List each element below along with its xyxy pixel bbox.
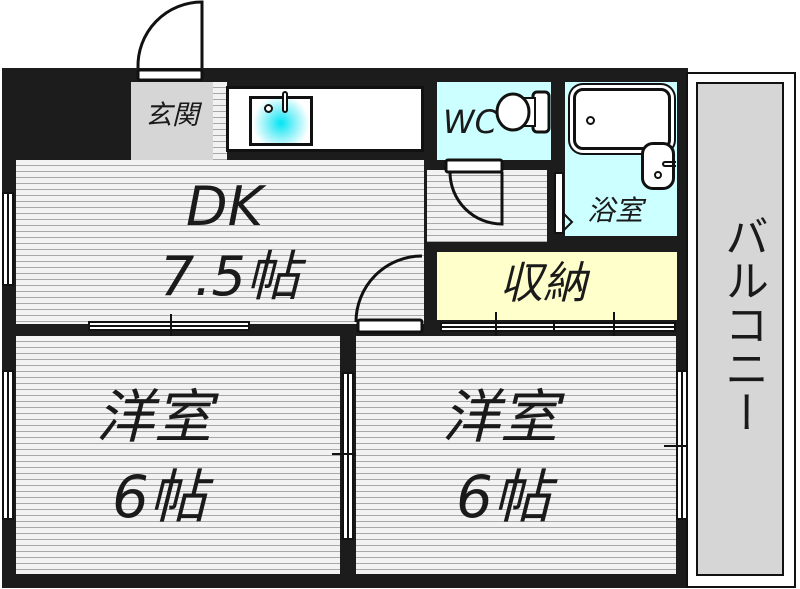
sliding-door-room1-room2 bbox=[342, 372, 354, 540]
drain-icon bbox=[264, 104, 273, 113]
sliding-door-divider bbox=[170, 314, 172, 340]
bathtub-icon bbox=[573, 88, 671, 150]
sliding-door-room1-room2-handle bbox=[332, 453, 364, 455]
wc-room: WC bbox=[437, 82, 551, 160]
structural-column bbox=[2, 68, 132, 160]
wc-label: WC bbox=[443, 103, 497, 141]
storage-label: 収納 bbox=[499, 258, 587, 309]
tub-drain-icon bbox=[586, 116, 595, 125]
western-room-1-label: 洋室 bbox=[96, 383, 213, 451]
dk-room: DK 7.5帖 bbox=[16, 160, 424, 324]
storage-doors bbox=[440, 322, 676, 332]
entrance-area: 玄関 bbox=[131, 82, 213, 160]
sink-icon bbox=[249, 91, 313, 146]
bath-door-marker-icon bbox=[562, 212, 574, 232]
hallway bbox=[427, 170, 547, 242]
washbasin-icon bbox=[641, 142, 676, 190]
storage-door-divider-3 bbox=[613, 312, 615, 336]
window-dk-west bbox=[2, 192, 14, 286]
storage-door-divider-1 bbox=[495, 312, 497, 336]
entrance-door-icon bbox=[136, 0, 204, 82]
western-room-2-size: 6帖 bbox=[456, 463, 551, 531]
bath-label: 浴室 bbox=[587, 194, 644, 227]
bath-door-frame bbox=[554, 172, 564, 234]
window-room2-handle bbox=[664, 445, 700, 447]
kitchen-counter bbox=[226, 86, 424, 152]
dk-door-icon bbox=[354, 254, 424, 334]
balcony-label: バルコニー bbox=[717, 214, 768, 434]
faucet-icon bbox=[282, 91, 288, 113]
window-room1-west bbox=[2, 370, 14, 520]
wc-door-icon bbox=[444, 158, 504, 226]
entrance-floor-strip bbox=[213, 82, 227, 160]
storage-room: 収納 bbox=[437, 252, 677, 320]
bath-room: 浴室 bbox=[565, 82, 677, 236]
western-room-1: 洋室 6帖 bbox=[16, 336, 340, 574]
toilet-icon bbox=[495, 90, 551, 134]
sliding-door-dk-room1 bbox=[88, 321, 250, 331]
entrance-label: 玄関 bbox=[145, 100, 199, 131]
dk-label: DK bbox=[186, 175, 263, 238]
dk-size-label: 7.5帖 bbox=[160, 245, 300, 308]
western-room-1-size: 6帖 bbox=[112, 463, 207, 531]
storage-door-divider-2 bbox=[553, 320, 555, 332]
western-room-2: 洋室 6帖 bbox=[356, 336, 676, 574]
balcony: バルコニー bbox=[696, 82, 784, 576]
western-room-2-label: 洋室 bbox=[442, 383, 559, 451]
balcony-frame: バルコニー bbox=[686, 72, 796, 588]
